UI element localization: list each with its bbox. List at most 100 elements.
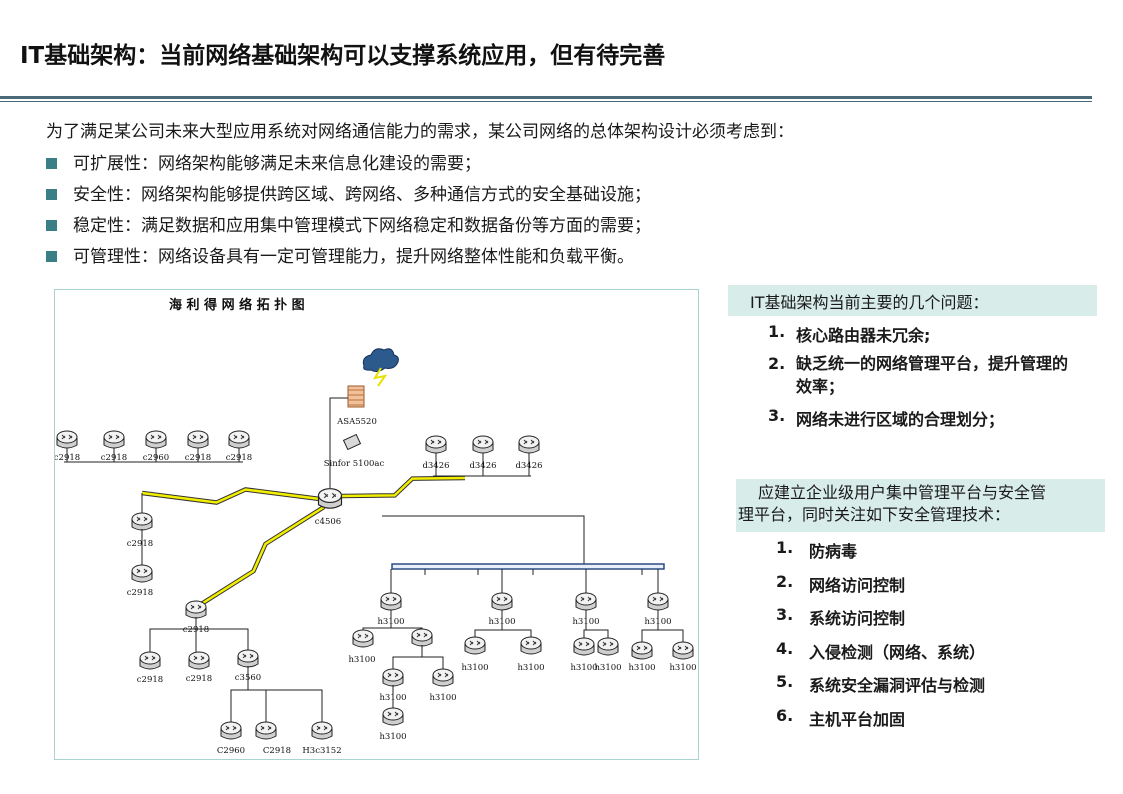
switch-icon [672, 641, 694, 660]
switch-icon [382, 668, 404, 687]
tech-item: 3.系统访问控制 [776, 605, 906, 628]
link-line [658, 629, 684, 642]
device-label: C2918 [263, 746, 291, 756]
requirement-text: 安全性：网络架构能够提供跨区域、跨网络、多种通信方式的安全基础设施； [73, 184, 651, 205]
tech-item: 5.系统安全漏洞评估与检测 [776, 672, 986, 695]
requirement-item: 稳定性：满足数据和应用集中管理模式下网络稳定和数据备份等方面的需要； [46, 210, 651, 241]
device-label: c2918 [226, 453, 252, 463]
wireless-link [341, 476, 466, 498]
requirement-text: 可管理性：网络设备具有一定可管理能力，提升网络整体性能和负载平衡。 [73, 246, 634, 267]
device-label: c2918 [127, 588, 153, 598]
switch-icon [425, 435, 447, 454]
device-label: d3426 [422, 461, 449, 471]
platform-note-box: 应建立企业级用户集中管理平台与安全管 理平台，同时关注如下安全管理技术： [736, 479, 1105, 532]
platform-note-line: 应建立企业级用户集中管理平台与安全管 [758, 483, 1047, 502]
intro-text: 为了满足某公司未来大型应用系统对网络通信能力的需求，某公司网络的总体架构设计必须… [46, 122, 794, 142]
device-label: h3100 [517, 663, 544, 673]
switch-icon [255, 721, 277, 740]
switch-icon [464, 636, 486, 655]
device-label: h3100 [570, 663, 597, 673]
requirement-list: 可扩展性：网络架构能够满足未来信息化建设的需要； 安全性：网络架构能够提供跨区域… [46, 148, 651, 272]
tech-item: 2.网络访问控制 [776, 571, 906, 595]
diagram-title: 海 利 得 网 络 拓 扑 图 [169, 297, 305, 313]
square-bullet-icon [46, 251, 57, 262]
device-label: h3100 [669, 663, 696, 673]
uplink-line [329, 397, 348, 488]
switch-icon [491, 592, 513, 611]
requirement-text: 稳定性：满足数据和应用集中管理模式下网络稳定和数据备份等方面的需要； [73, 215, 651, 236]
switch-icon [520, 636, 542, 655]
device-label: c2918 [127, 539, 153, 549]
device-label: Sinfor 5100ac [324, 459, 385, 469]
switch-icon [139, 651, 161, 670]
cloud-icon [362, 348, 399, 373]
switch-icon [131, 564, 153, 583]
link-line [382, 515, 585, 566]
issue-item: 2.缺乏统一的网络管理平台，提升管理的效率； [768, 354, 1069, 396]
wireless-link [194, 505, 325, 610]
device-label: c2918 [186, 674, 212, 684]
switch-icon [575, 592, 597, 611]
square-bullet-icon [46, 158, 57, 169]
switch-icon [573, 637, 595, 656]
switch-icon [237, 649, 259, 668]
switch-icon [185, 600, 207, 619]
link-line [422, 656, 444, 670]
requirement-item: 可管理性：网络设备具有一定可管理能力，提升网络整体性能和负载平衡。 [46, 241, 651, 272]
tech-item: 1.防病毒 [776, 538, 858, 561]
switch-icon [631, 641, 653, 660]
switch-icon [103, 430, 125, 449]
switch-icon [647, 592, 669, 611]
title-rule-thin [0, 101, 1092, 102]
requirement-item: 安全性：网络架构能够提供跨区域、跨网络、多种通信方式的安全基础设施； [46, 179, 651, 210]
wireless-link [141, 488, 321, 504]
switch-icon [145, 430, 167, 449]
link-line [230, 666, 249, 724]
firewall-icon [347, 385, 365, 408]
device-label: c2918 [101, 453, 127, 463]
issues-heading: IT基础架构当前主要的几个问题： [750, 293, 989, 312]
link-line [266, 689, 323, 724]
switch-icon [432, 668, 454, 687]
switch-icon [352, 629, 374, 648]
device-label: h3100 [594, 663, 621, 673]
tech-item: 4.入侵检测（网络、系统） [776, 638, 986, 662]
server-bus [391, 563, 665, 570]
device-label: H3c3152 [302, 746, 341, 756]
switch-icon [187, 430, 209, 449]
square-bullet-icon [46, 189, 57, 200]
switch-icon [380, 592, 402, 611]
platform-note-line: 理平台，同时关注如下安全管理技术： [738, 505, 1011, 524]
link-line [149, 617, 197, 655]
link-line [392, 645, 423, 670]
device-label: c4506 [315, 517, 341, 527]
device-label: c2960 [143, 453, 169, 463]
page-title: IT基础架构：当前网络基础架构可以支撑系统应用，但有待完善 [20, 43, 666, 69]
security-tech-list: 1.防病毒 2.网络访问控制 3.系统访问控制 4.入侵检测（网络、系统） 5.… [776, 538, 985, 739]
requirement-item: 可扩展性：网络架构能够满足未来信息化建设的需要； [46, 148, 651, 179]
switch-icon [317, 488, 343, 509]
switch-icon [188, 651, 210, 670]
device-label: ASA5520 [336, 417, 377, 427]
device-label: c2918 [55, 453, 80, 463]
issue-item: 1.核心路由器未冗余; [768, 322, 931, 345]
link-line [196, 628, 249, 652]
switch-icon [472, 435, 494, 454]
device-label: h3100 [628, 663, 655, 673]
switch-icon [382, 707, 404, 726]
title-rule [0, 96, 1092, 99]
switch-icon [518, 435, 540, 454]
switch-icon [131, 512, 153, 531]
device-label: h3100 [379, 732, 406, 742]
device-label: d3426 [515, 461, 542, 471]
square-bullet-icon [46, 220, 57, 231]
link-line [248, 689, 267, 724]
lightning-icon [372, 367, 388, 387]
requirement-text: 可扩展性：网络架构能够满足未来信息化建设的需要； [73, 153, 481, 174]
issues-heading-box: IT基础架构当前主要的几个问题： [728, 285, 1097, 316]
device-label: h3100 [348, 655, 375, 665]
switch-icon [597, 637, 619, 656]
link-line [641, 610, 659, 642]
